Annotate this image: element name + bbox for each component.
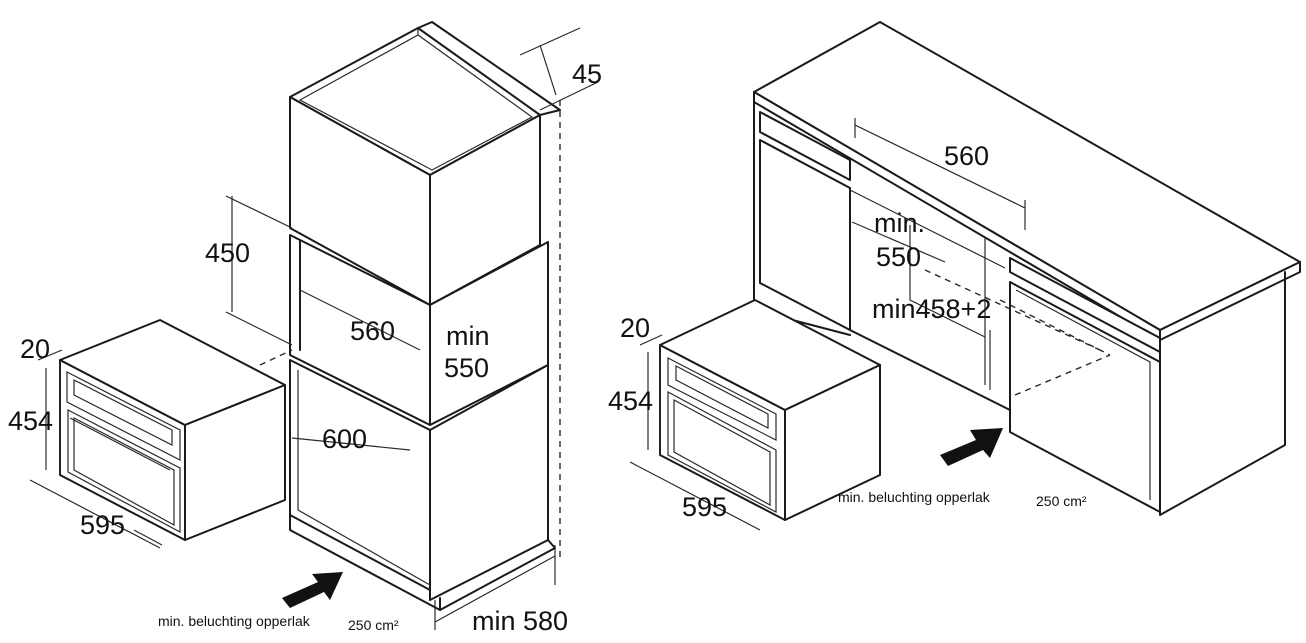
- dim-r-oven-595: 595: [682, 492, 727, 522]
- dim-oven-595: 595: [80, 510, 125, 540]
- right-counter: [753, 21, 1301, 516]
- left-dimension-labels: 45 450 560 min 550 600 min 580: [205, 59, 602, 636]
- ventilation-value: 250 cm²: [348, 617, 399, 633]
- dim-600: 600: [322, 424, 367, 454]
- dim-min-580: min 580: [472, 606, 568, 636]
- right-ventilation-note: min. beluchting opperlak 250 cm²: [838, 489, 1087, 509]
- dim-oven-20: 20: [20, 334, 50, 364]
- left-airflow-arrow: [282, 572, 343, 608]
- left-tall-cabinet: [289, 21, 561, 611]
- right-oven-labels: 20 454 595: [608, 313, 727, 522]
- dim-r-oven-20: 20: [620, 313, 650, 343]
- r-ventilation-text: min. beluchting opperlak: [838, 489, 991, 505]
- dim-min: min: [446, 321, 490, 351]
- dim-45: 45: [572, 59, 602, 89]
- left-dimension-lines: [225, 27, 599, 630]
- dim-oven-454: 454: [8, 406, 53, 436]
- dim-r-550: 550: [876, 242, 921, 272]
- left-ventilation-note: min. beluchting opperlak 250 cm²: [158, 613, 399, 633]
- right-airflow-arrow: [940, 428, 1003, 466]
- dim-560: 560: [350, 316, 395, 346]
- dim-r-560: 560: [944, 141, 989, 171]
- dim-r-min: min.: [874, 208, 925, 238]
- ventilation-text: min. beluchting opperlak: [158, 613, 311, 629]
- dim-550: 550: [444, 353, 489, 383]
- left-oven: [29, 319, 286, 549]
- right-dimension-labels: 560 min. 550 min458+2: [872, 141, 991, 324]
- dim-r-min458: min458+2: [872, 294, 991, 324]
- dim-450: 450: [205, 238, 250, 268]
- dim-r-oven-454: 454: [608, 386, 653, 416]
- r-ventilation-value: 250 cm²: [1036, 493, 1087, 509]
- right-oven: [629, 299, 881, 531]
- left-oven-labels: 20 454 595: [8, 334, 125, 540]
